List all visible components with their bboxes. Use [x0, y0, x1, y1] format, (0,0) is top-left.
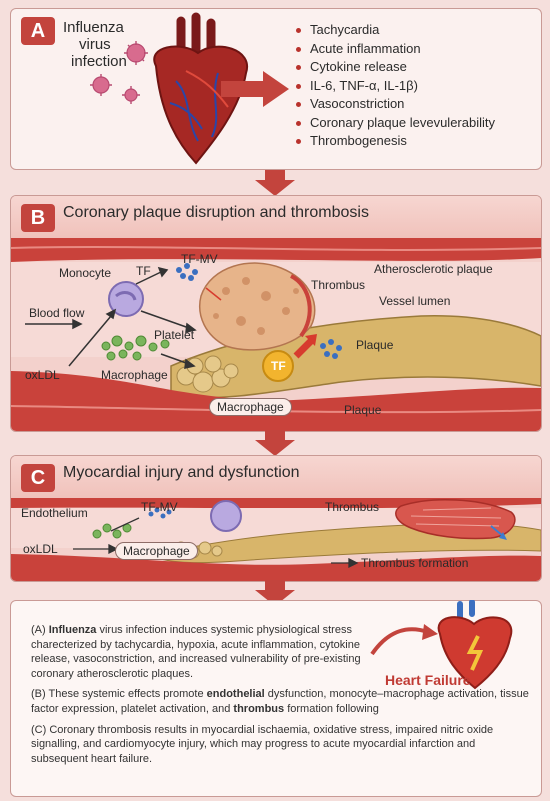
panel-b-title: Coronary plaque disruption and thrombosi… [63, 204, 369, 221]
summary-b-bold1: endothelial [206, 688, 265, 701]
effect-item: Thrombogenesis [296, 132, 495, 151]
influenza-title: Influenza virus infection [63, 19, 153, 70]
panel-a-badge: A [21, 17, 55, 45]
summary-a: (A) Influenza virus infection induces sy… [31, 623, 361, 681]
arrow-right-icon [221, 71, 289, 107]
oxldl-label: oxLDL [25, 368, 60, 382]
vessel-lumen-label: Vessel lumen [379, 294, 451, 308]
effect-item: Coronary plaque levevulerability [296, 114, 495, 133]
effect-item: IL-6, TNF-α, IL-1β) [296, 77, 495, 96]
panel-c-title: Myocardial injury and dysfunction [63, 464, 300, 481]
plaque-upper-label: Plaque [356, 338, 394, 352]
tf-circle-label: TF [271, 359, 286, 373]
panel-b: B Coronary plaque disruption and thrombo… [10, 195, 542, 432]
summary-a-bold: Influenza [48, 624, 97, 636]
effect-item: Cytokine release [296, 58, 495, 77]
thrombus-formation-label: Thrombus formation [361, 556, 469, 570]
heart-failure-label: Heart Failure [385, 672, 471, 688]
platelet-label: Platelet [154, 328, 195, 342]
tf-label: TF [136, 264, 151, 278]
effect-item: Tachycardia [296, 21, 495, 40]
summary-a-prefix: (A) [31, 624, 49, 636]
arrow-down-icon [255, 430, 295, 456]
summary-b: (B) These systemic effects promote endot… [31, 687, 531, 716]
curved-arrow-icon [370, 624, 438, 656]
arrow-down-icon [255, 170, 295, 196]
virus-particles-icon [90, 41, 148, 104]
thrombus-label: Thrombus [325, 500, 380, 514]
tf-mv-label: TF-MV [181, 252, 218, 266]
panel-c: C Myocardial injury and dysfunction Endo… [10, 455, 542, 582]
oxldl-label: oxLDL [23, 542, 58, 556]
macrophage-pill: Macrophage [209, 398, 292, 416]
heart-icon [153, 12, 249, 165]
tf-mv-label: TF-MV [141, 500, 178, 514]
thrombus-label: Thrombus [311, 278, 366, 292]
monocyte-label: Monocyte [59, 266, 112, 280]
summary-b-prefix: (B) These systemic effects promote [31, 688, 207, 701]
summary-text: (A) Influenza virus infection induces sy… [31, 623, 531, 772]
effects-list: Tachycardia Acute inflammation Cytokine … [296, 21, 495, 151]
panel-b-badge: B [21, 204, 55, 232]
influenza-title-line2: virus [79, 36, 111, 53]
influenza-title-line1: Influenza [63, 19, 124, 36]
summary-b-mid: dysfunction, monocyte–macrophage activat… [31, 688, 529, 715]
blood-flow-label: Blood flow [29, 306, 85, 320]
effect-item: Acute inflammation [296, 40, 495, 59]
panel-a: A Influenza virus infection T [10, 8, 542, 170]
endothelium-label: Endothelium [21, 506, 88, 520]
macrophage-pill: Macrophage [115, 542, 198, 560]
plaque-lower-label: Plaque [344, 403, 382, 417]
summary-c: (C) Coronary thrombosis results in myoca… [31, 723, 494, 765]
atherosclerotic-plaque-label: Atherosclerotic plaque [374, 262, 493, 276]
panel-c-badge: C [21, 464, 55, 492]
summary-b-suffix: formation following [284, 702, 379, 715]
summary-b-bold2: thrombus [233, 702, 285, 715]
macrophage-label: Macrophage [101, 368, 168, 382]
panel-b-title-bar [11, 196, 541, 238]
panel-c-title-bar [11, 456, 541, 498]
summary-a-text: virus infection induces systemic physiol… [31, 624, 361, 680]
heart-failure-icon [437, 600, 513, 690]
arrow-down-icon [255, 580, 295, 606]
influenza-title-line3: infection [71, 53, 127, 70]
effect-item: Vasoconstriction [296, 95, 495, 114]
